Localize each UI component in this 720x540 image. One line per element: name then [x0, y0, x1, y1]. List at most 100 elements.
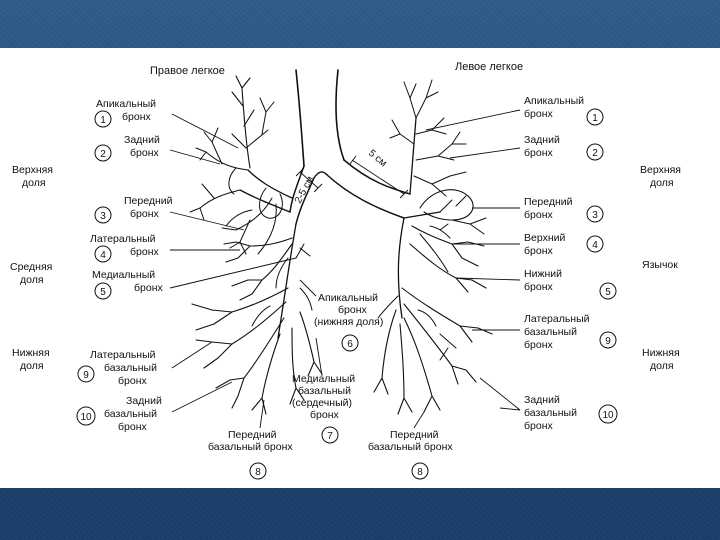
- right-middle-lobe-label-2: доля: [20, 274, 44, 286]
- svg-text:Задний: Задний: [124, 134, 160, 146]
- svg-text:Передний: Передний: [124, 195, 173, 207]
- svg-text:Передний: Передний: [524, 196, 573, 208]
- right-bronchus-4: Латеральный бронх 4: [90, 233, 240, 263]
- measurement-marks: [295, 155, 409, 199]
- svg-text:бронх: бронх: [310, 409, 339, 421]
- svg-text:1: 1: [100, 115, 106, 126]
- left-upper-lobe-label-2: доля: [650, 177, 674, 189]
- svg-text:9: 9: [605, 336, 611, 347]
- apical-lower-lobe-label: Апикальный бронх (нижняя доля) 6: [299, 279, 383, 352]
- svg-text:Апикальный: Апикальный: [96, 98, 156, 110]
- svg-text:6: 6: [347, 339, 353, 350]
- svg-text:10: 10: [80, 412, 92, 423]
- medial-basal-label: Медиальный базальный (сердечный) бронх 7: [292, 337, 355, 444]
- svg-text:Апикальный: Апикальный: [318, 292, 378, 304]
- svg-text:Латеральный: Латеральный: [90, 349, 156, 361]
- right-lung-title: Правое легкое: [150, 65, 225, 77]
- right-bronchus-3: Передний бронх 3: [94, 195, 245, 231]
- right-upper-lobe-label-2: доля: [22, 177, 46, 189]
- left-lower-lobe-label-1: Нижняя: [642, 347, 680, 359]
- svg-text:бронх: бронх: [524, 281, 553, 293]
- right-bronchus-5: Медиальный бронх 5: [92, 257, 297, 300]
- right-bronchus-10: Задний базальный бронх 10: [76, 381, 233, 433]
- svg-text:4: 4: [592, 240, 598, 251]
- svg-text:Апикальный: Апикальный: [524, 95, 584, 107]
- svg-text:бронх: бронх: [122, 111, 151, 123]
- left-bronchus-10: Задний базальный бронх 10: [479, 377, 618, 432]
- svg-text:бронх: бронх: [524, 420, 553, 432]
- svg-text:базальный: базальный: [524, 326, 577, 338]
- left-upper-lobe-label-1: Верхняя: [640, 164, 681, 176]
- svg-text:Латеральный: Латеральный: [524, 313, 590, 325]
- svg-text:(сердечный): (сердечный): [292, 397, 352, 409]
- svg-text:бронх: бронх: [524, 108, 553, 120]
- svg-text:Задний: Задний: [524, 394, 560, 406]
- svg-text:5: 5: [100, 287, 106, 298]
- svg-text:бронх: бронх: [134, 282, 163, 294]
- svg-text:Латеральный: Латеральный: [90, 233, 156, 245]
- svg-text:2: 2: [592, 148, 598, 159]
- anterior-basal-left-label: Передний базальный бронх 8: [368, 411, 453, 480]
- left-bronchus-5: Нижний бронх 5: [455, 268, 617, 300]
- left-main-bronchus: [325, 159, 411, 219]
- svg-text:8: 8: [255, 467, 261, 478]
- svg-text:Верхний: Верхний: [524, 232, 565, 244]
- svg-text:7: 7: [327, 431, 333, 442]
- svg-text:бронх: бронх: [524, 245, 553, 257]
- number-circle: [94, 110, 112, 128]
- svg-text:5: 5: [605, 287, 611, 298]
- svg-text:10: 10: [602, 410, 614, 421]
- svg-text:бронх: бронх: [118, 421, 147, 433]
- svg-text:базальный бронх: базальный бронх: [208, 441, 293, 453]
- svg-text:3: 3: [592, 210, 598, 221]
- svg-text:базальный: базальный: [104, 362, 157, 374]
- left-lower-lobe-label-2: доля: [650, 360, 674, 372]
- svg-text:9: 9: [83, 370, 89, 381]
- svg-text:базальный: базальный: [298, 385, 351, 397]
- svg-text:Передний: Передний: [390, 429, 439, 441]
- measure-right-label: 2-5 см: [293, 174, 316, 205]
- svg-text:бронх: бронх: [524, 209, 553, 221]
- left-bronchus-9: Латеральный базальный бронх 9: [472, 313, 617, 351]
- svg-text:4: 4: [100, 250, 106, 261]
- right-bronchus-2: Задний бронх 2: [94, 134, 221, 165]
- svg-text:бронх: бронх: [524, 147, 553, 159]
- svg-text:бронх: бронх: [118, 375, 147, 387]
- svg-text:1: 1: [592, 113, 598, 124]
- bronchial-tree-diagram: Правое легкое Левое легкое: [10, 61, 681, 480]
- left-lingula-label: Язычок: [642, 259, 678, 271]
- svg-text:базальный бронх: базальный бронх: [368, 441, 453, 453]
- svg-text:бронх: бронх: [338, 304, 367, 316]
- right-middle-lobe-label-1: Средняя: [10, 261, 52, 273]
- right-bronchus-9: Латеральный базальный бронх 9: [77, 341, 213, 387]
- svg-text:бронх: бронх: [130, 147, 159, 159]
- left-bronchus-4: Верхний бронх 4: [452, 232, 604, 257]
- svg-text:2: 2: [100, 149, 106, 160]
- svg-text:(нижняя доля): (нижняя доля): [314, 316, 383, 328]
- svg-text:Медиальный: Медиальный: [292, 373, 355, 385]
- right-lower-lobe-label-2: доля: [20, 360, 44, 372]
- right-upper-lobe-label-1: Верхняя: [12, 164, 53, 176]
- svg-text:8: 8: [417, 467, 423, 478]
- carina: [313, 171, 327, 179]
- trachea: [295, 69, 345, 167]
- svg-text:Нижний: Нижний: [524, 268, 562, 280]
- anterior-basal-right-label: Передний базальный бронх 8: [208, 399, 293, 480]
- svg-text:бронх: бронх: [524, 339, 553, 351]
- svg-text:бронх: бронх: [130, 246, 159, 258]
- svg-text:3: 3: [100, 211, 106, 222]
- svg-text:бронх: бронх: [130, 208, 159, 220]
- svg-text:Задний: Задний: [126, 395, 162, 407]
- svg-text:базальный: базальный: [104, 408, 157, 420]
- left-bronchus-1: Апикальный бронх 1: [425, 95, 604, 131]
- left-bronchus-2: Задний бронх 2: [449, 134, 604, 161]
- right-bronchus-1: Апикальный бронх 1: [94, 98, 239, 149]
- measure-left-label: 5 см: [366, 148, 389, 170]
- svg-text:Задний: Задний: [524, 134, 560, 146]
- svg-text:Медиальный: Медиальный: [92, 269, 155, 281]
- svg-text:базальный: базальный: [524, 407, 577, 419]
- left-lung-title: Левое легкое: [455, 61, 523, 73]
- right-lower-lobe-label-1: Нижняя: [12, 347, 50, 359]
- bronchial-tree: [189, 69, 493, 415]
- svg-text:Передний: Передний: [228, 429, 277, 441]
